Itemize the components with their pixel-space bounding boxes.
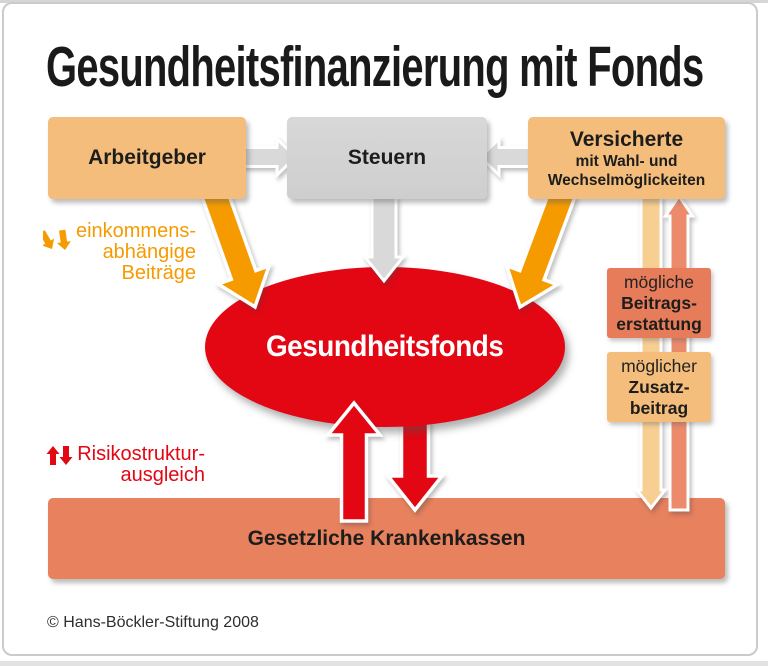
arbeitgeber-box: Arbeitgeber [48, 117, 246, 199]
risiko-line2: ausgleich [120, 464, 205, 486]
top-edge-line [0, 0, 768, 3]
zusatzbeitrag-line2: Zusatz- [628, 376, 690, 397]
einkommen-annotation: einkommens- abhängige Beiträge [43, 220, 197, 284]
page-title: Gesundheitsfinanzierung mit Fonds [46, 35, 704, 99]
up-down-arrows-icon [46, 446, 73, 465]
beitragserstattung-line3: erstattung [616, 313, 702, 334]
bottom-edge-line [0, 661, 768, 666]
krankenkassen-label: Gesetzliche Krankenkassen [247, 526, 526, 550]
versicherte-label: Versicherte [569, 128, 684, 151]
beitragserstattung-line1: mögliche [623, 271, 695, 292]
steuern-box: Steuern [287, 117, 487, 199]
zusatzbeitrag-box: möglicher Zusatz- beitrag [607, 352, 711, 422]
versicherte-box: Versicherte mit Wahl- und Wechselmöglick… [528, 117, 725, 199]
einkommen-line3: Beiträge [121, 262, 197, 284]
gesundheitsfonds-label: Gesundheitsfonds [266, 330, 504, 363]
risiko-annotation: Risikostruktur- ausgleich [46, 443, 205, 486]
versicherte-line2: mit Wahl- und [575, 153, 678, 170]
einkommen-line1: einkommens- [75, 220, 196, 242]
zusatzbeitrag-line3: beitrag [629, 397, 689, 418]
beitragserstattung-box: mögliche Beitrags- erstattung [607, 268, 711, 338]
beitragserstattung-line2: Beitrags- [621, 292, 697, 313]
gesundheitsfonds-ellipse: Gesundheitsfonds [205, 267, 565, 427]
double-down-arrows-icon [43, 229, 71, 250]
steuern-label: Steuern [347, 146, 427, 169]
krankenkassen-box: Gesetzliche Krankenkassen [48, 498, 725, 579]
einkommen-line2: abhängige [102, 241, 196, 263]
risiko-line1: Risikostruktur- [77, 443, 205, 465]
arbeitgeber-label: Arbeitgeber [88, 146, 206, 169]
versicherte-line3: Wechselmöglickeiten [547, 172, 706, 189]
copyright-text: © Hans-Böckler-Stiftung 2008 [47, 614, 259, 631]
insured-to-tax-arrow [477, 135, 535, 179]
zusatzbeitrag-line1: möglicher [621, 355, 697, 376]
